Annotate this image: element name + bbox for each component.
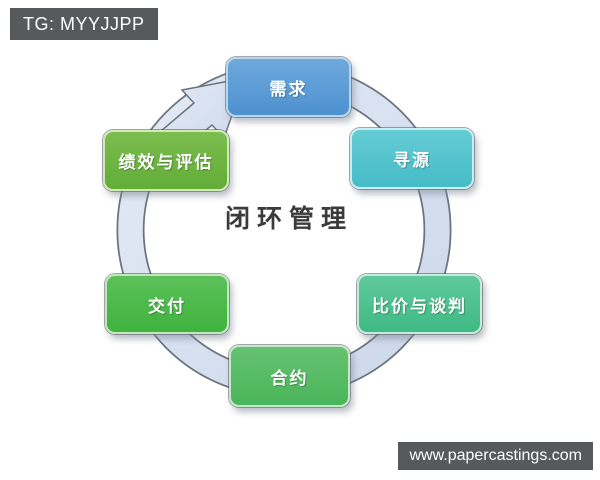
watermark: www.papercastings.com <box>398 442 593 470</box>
node-label: 需求 <box>269 79 308 99</box>
node-price-negotiation: 比价与谈判 <box>357 274 482 334</box>
node-performance-evaluation: 绩效与评估 <box>103 130 229 191</box>
node-label: 绩效与评估 <box>118 153 214 172</box>
node-delivery: 交付 <box>105 274 229 334</box>
tg-badge: TG: MYYJJPP <box>10 8 158 40</box>
node-contract: 合约 <box>229 345 350 407</box>
node-label: 交付 <box>148 296 186 316</box>
node-label: 比价与谈判 <box>372 296 467 316</box>
node-label: 合约 <box>270 368 309 388</box>
node-label: 寻源 <box>393 151 431 170</box>
diagram-center-title: 闭环管理 <box>224 206 353 233</box>
node-sourcing: 寻源 <box>350 128 474 189</box>
node-demand: 需求 <box>226 57 351 117</box>
